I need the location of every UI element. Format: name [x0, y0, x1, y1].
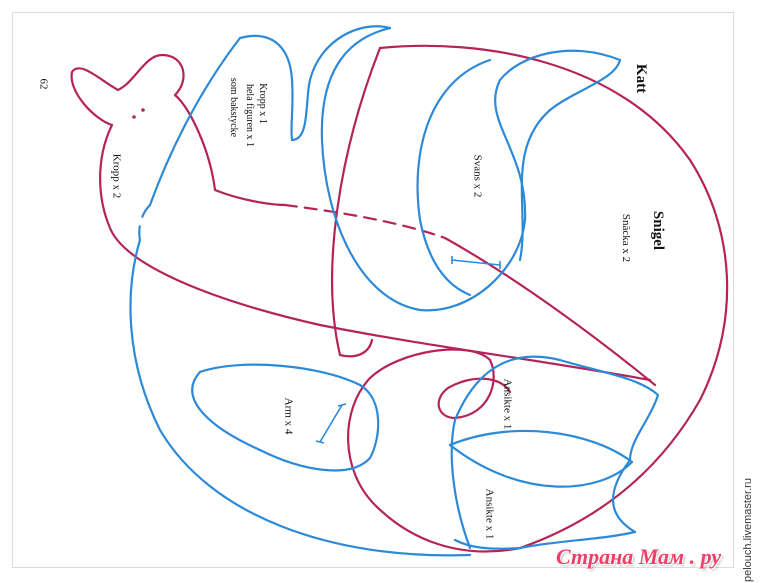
cat-arm-outline: [191, 363, 380, 472]
label-arm: Arm x 4: [282, 397, 295, 435]
snail-body-outline: [70, 53, 287, 207]
label-kropp-cat-2: hela figuren x 1: [244, 83, 256, 148]
snail-eye-2: [141, 108, 145, 112]
label-snacka: Snäcka x 2: [620, 213, 633, 263]
cat-body-outline: [129, 238, 472, 557]
page-number: 62: [37, 78, 50, 90]
snail-shell-spiral: [437, 358, 512, 420]
snail-eye-1: [132, 115, 136, 119]
label-snigel: Snigel: [650, 210, 667, 251]
cat-face-left: [450, 418, 472, 550]
label-svans: Svans x 2: [471, 154, 484, 198]
label-ansikte-1: Ansikte x 1: [501, 378, 514, 430]
cat-tail-back: [416, 58, 492, 297]
cat-body-dashed: [138, 203, 152, 242]
cat-face-lens-bottom: [448, 443, 634, 488]
label-kropp-cat-3: som bakstycke: [228, 77, 240, 138]
snail-shell-outline: [347, 44, 729, 553]
cat-face-outline: [453, 355, 660, 462]
snail-body-lower: [99, 123, 652, 382]
cat-tail-inner: [518, 108, 552, 262]
cat-tail-outline: [320, 26, 622, 312]
snail-body-dashed: [283, 203, 447, 240]
tail-notch-marker: [451, 256, 501, 269]
cat-body-upper: [148, 25, 392, 207]
label-ansikte-2: Ansikte x 1: [483, 488, 496, 540]
cat-face-lens-top: [448, 429, 634, 464]
label-kropp-cat-1: Kropp x 1: [256, 83, 268, 124]
watermark-logo: Страна Мам . ру: [556, 544, 722, 569]
label-katt: Katt: [633, 63, 650, 94]
watermark-site: pelouch.livemaster.ru: [742, 478, 754, 582]
cat-ear-outline: [453, 458, 637, 550]
label-kropp-snail: Kropp x 2: [110, 153, 123, 199]
arm-notch-marker: [315, 403, 347, 444]
snail-shell-left: [331, 46, 382, 358]
snail-shell-seam: [443, 236, 657, 387]
